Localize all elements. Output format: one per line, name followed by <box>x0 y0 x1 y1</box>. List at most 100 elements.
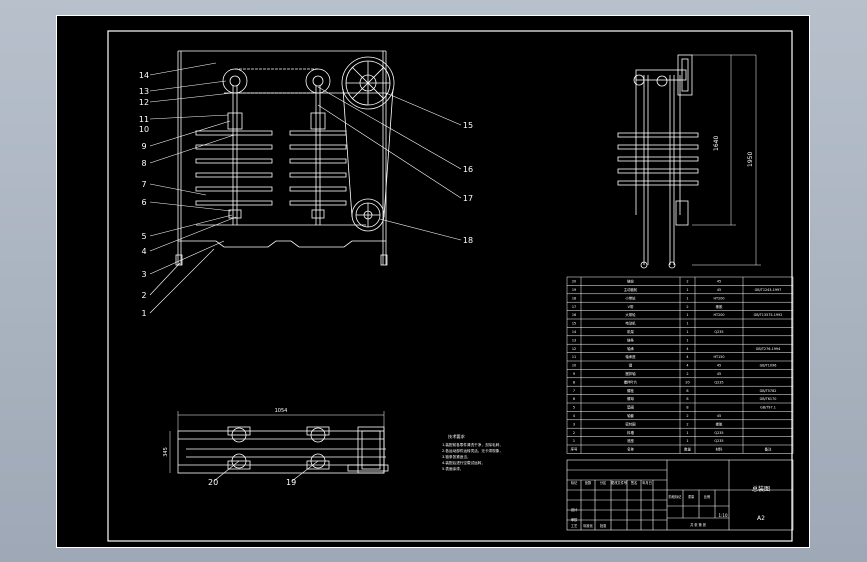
bom-cell-qty: 1 <box>686 313 688 317</box>
title-block-label: 签名 <box>631 480 637 485</box>
top-dim-width: 1054 <box>275 408 288 414</box>
bom-cell-material: 45 <box>717 364 721 368</box>
bom-cell-no: 11 <box>572 355 576 359</box>
bom-cell-qty: 4 <box>686 355 688 359</box>
bom-cell-material: Q235 <box>714 380 723 384</box>
bom-cell-no: 19 <box>572 288 576 292</box>
title-text: 总装图 <box>752 485 770 493</box>
top-callout-20: 20 <box>208 478 218 487</box>
bom-cell-note: GB/T1096 <box>760 364 777 368</box>
bom-cell-qty: 2 <box>686 422 688 426</box>
sheet-size: A2 <box>757 515 765 522</box>
title-block-label: 标准化 <box>583 523 593 528</box>
bom-cell-qty: 2 <box>686 305 688 309</box>
bom-cell-name: 搅拌叶片 <box>624 379 638 384</box>
callout-11: 11 <box>139 115 149 124</box>
bom-cell-no: 18 <box>572 296 576 300</box>
bom-cell-no: 1 <box>573 439 575 443</box>
notes-line: 4.装配后进行空载试运转， <box>442 460 485 465</box>
bom-cell-no: 14 <box>572 330 576 334</box>
notes-line: 3.链条张紧适当， <box>442 454 471 459</box>
bom-cell-no: 12 <box>572 347 576 351</box>
bom-cell-name: 小带轮 <box>625 295 636 300</box>
bom-cell-material: 45 <box>717 280 721 284</box>
callout-10: 10 <box>139 125 149 134</box>
title-block-label: 共 张 第 张 <box>690 522 707 527</box>
bom-cell-name: V带 <box>628 304 634 309</box>
bom-cell-name: 螺栓 <box>627 388 634 393</box>
bom-cell-name: 料槽 <box>627 430 634 435</box>
bom-header-material: 材料 <box>716 447 723 452</box>
title-block-label: 处数 <box>585 480 592 485</box>
bom-cell-qty: 20 <box>685 380 689 384</box>
title-block-label: 工艺 <box>571 523 577 528</box>
top-callout-19: 19 <box>286 478 296 487</box>
bom-cell-name: 链条 <box>627 337 634 342</box>
bom-cell-no: 4 <box>573 414 575 418</box>
callout-4: 4 <box>141 247 146 256</box>
callout-12: 12 <box>139 98 149 107</box>
callout-18: 18 <box>463 236 473 245</box>
bom-cell-qty: 1 <box>686 338 688 342</box>
title-block-label: 年月日 <box>642 480 652 485</box>
bom-cell-name: 轴承座 <box>625 354 636 359</box>
bom-cell-no: 17 <box>572 305 576 309</box>
callout-16: 16 <box>463 165 473 174</box>
bom-header-name: 名称 <box>627 447 634 452</box>
bom-cell-note: GB/T13575-1992 <box>754 313 783 317</box>
bom-cell-material: 橡胶 <box>716 304 723 309</box>
bom-cell-name: 螺母 <box>627 396 634 401</box>
bom-cell-no: 16 <box>572 313 576 317</box>
bom-cell-material: 橡胶 <box>716 421 723 426</box>
bom-cell-qty: 1 <box>686 330 688 334</box>
bom-cell-note: GB/T276-1994 <box>756 347 781 351</box>
bom-cell-qty: 8 <box>686 389 688 393</box>
callout-8: 8 <box>141 159 146 168</box>
bom-cell-name: 大带轮 <box>625 312 636 317</box>
outer-border <box>56 15 810 548</box>
callout-13: 13 <box>139 87 149 96</box>
bom-cell-note: GB/T6170 <box>760 397 777 401</box>
bom-cell-qty: 2 <box>686 372 688 376</box>
bom-cell-material: 45 <box>717 372 721 376</box>
bom-cell-qty: 8 <box>686 406 688 410</box>
front-view <box>149 50 462 314</box>
notes-title: 技术要求 <box>448 433 466 440</box>
bom-cell-no: 20 <box>572 280 576 284</box>
bom-cell-qty: 2 <box>686 280 688 284</box>
bom-cell-material: HT200 <box>713 296 724 300</box>
title-block-label: 比例 <box>704 494 710 499</box>
title-block-label: 分区 <box>600 480 607 485</box>
bom-cell-name: 密封圈 <box>625 421 636 426</box>
bom-cell-qty: 1 <box>686 296 688 300</box>
bom-cell-no: 15 <box>572 322 576 326</box>
bom-header-no: 序号 <box>571 447 578 452</box>
callout-3: 3 <box>141 270 146 279</box>
bom-cell-material: Q235 <box>714 431 723 435</box>
notes-line: 1.装配前各零件清洗干净，去除毛刺， <box>442 442 503 447</box>
bom-cell-no: 2 <box>573 431 575 435</box>
bom-cell-note: GB/T97.1 <box>760 406 776 410</box>
title-block: 设计审核工艺标准化批准标记处数分区更改文件号签名年月日阶段标记重量比例共 张 第… <box>566 459 794 531</box>
bom-cell-name: 搅拌轴 <box>625 371 636 376</box>
bom-cell-material: Q235 <box>714 439 723 443</box>
side-view <box>617 54 761 269</box>
bom-cell-name: 底座 <box>627 438 634 443</box>
bom-cell-qty: 4 <box>686 364 688 368</box>
bom-cell-material: Q235 <box>714 330 723 334</box>
bom-cell-name: 轴套 <box>627 413 634 418</box>
bom-cell-no: 8 <box>573 380 575 384</box>
bom-cell-no: 6 <box>573 397 575 401</box>
bom-cell-qty: 1 <box>686 288 688 292</box>
title-block-label: 审核 <box>571 517 578 522</box>
bom-cell-qty: 1 <box>686 431 688 435</box>
bom-cell-qty: 2 <box>686 414 688 418</box>
bom-cell-material: HT150 <box>713 355 724 359</box>
top-dim-height: 345 <box>163 447 169 457</box>
bom-header-note: 备注 <box>765 447 772 452</box>
bom-cell-note: GB/T5782 <box>760 389 777 393</box>
